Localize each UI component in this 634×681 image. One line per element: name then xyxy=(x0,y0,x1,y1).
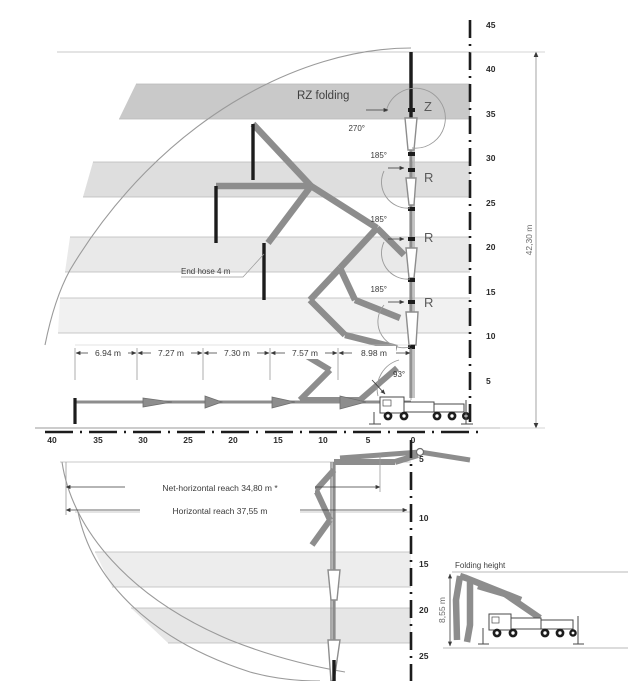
laxis-tick: 5 xyxy=(419,454,424,464)
axis-tick: 20 xyxy=(486,242,496,252)
arc-270 xyxy=(385,87,446,149)
vertical-reach-dimension: 42,30 m xyxy=(470,51,545,429)
boom-section-labels: Z R R R xyxy=(424,99,433,310)
haxis-tick: 10 xyxy=(318,435,328,445)
laxis-tick: 25 xyxy=(419,651,429,661)
lower-arm-pivot xyxy=(415,447,425,457)
angle-label-93: 93° xyxy=(393,370,405,379)
arc-185-3 xyxy=(377,304,411,349)
haxis-tick: 15 xyxy=(273,435,283,445)
segment-label-3: 7.30 m xyxy=(224,348,250,358)
end-hose-sticks xyxy=(214,124,266,300)
haxis-tick: 20 xyxy=(228,435,238,445)
vertical-axis-upper-labels: 45 40 35 30 25 20 15 10 5 xyxy=(486,20,496,386)
arc-185-1 xyxy=(381,170,411,209)
boom-folded-lower xyxy=(309,452,419,547)
boom-rest-knuckles xyxy=(142,395,367,410)
end-hose-label: End hose 4 m xyxy=(181,267,231,276)
rz-folding-label: RZ folding xyxy=(297,90,349,102)
laxis-tick: 20 xyxy=(419,605,429,615)
end-hose-leader xyxy=(181,253,265,278)
axis-tick: 15 xyxy=(486,287,496,297)
boom-joints-upper xyxy=(408,108,415,349)
angle-label-185-1: 185° xyxy=(370,151,387,160)
truck-upper xyxy=(369,396,473,425)
axis-tick: 10 xyxy=(486,331,496,341)
section-label-r3: R xyxy=(424,295,433,310)
segment-label-2: 7.27 m xyxy=(158,348,184,358)
axis-tick: 35 xyxy=(486,109,496,119)
vertical-axis-lower-labels: 5 10 15 20 25 xyxy=(419,454,429,661)
boom-folded-arms xyxy=(216,121,407,352)
folding-height-title: Folding height xyxy=(455,561,506,570)
segment-label-1: 6.94 m xyxy=(95,348,121,358)
haxis-tick: 0 xyxy=(411,435,416,445)
boom-folded-arms-lower xyxy=(297,349,399,403)
segment-dimension-chain: 6.94 m 7.27 m 7.30 m 7.57 m 8.98 m xyxy=(74,344,412,400)
haxis-tick: 5 xyxy=(366,435,371,445)
lower-envelope-arc-1 xyxy=(61,461,346,673)
lower-envelope-arc-2 xyxy=(77,511,321,681)
axis-tick: 30 xyxy=(486,153,496,163)
lower-bands xyxy=(95,552,411,643)
laxis-tick: 10 xyxy=(419,513,429,523)
truck-inset xyxy=(478,613,584,645)
boom-assembly-upper xyxy=(404,52,419,398)
laxis-tick: 15 xyxy=(419,559,429,569)
upper-bands xyxy=(58,84,470,333)
folding-height-value: 8,55 m xyxy=(437,597,447,623)
net-horizontal-reach-label: Net-horizontal reach 34,80 m * xyxy=(162,483,278,493)
haxis-tick: 25 xyxy=(183,435,193,445)
section-label-z: Z xyxy=(424,99,432,114)
section-label-r1: R xyxy=(424,170,433,185)
haxis-tick: 40 xyxy=(47,435,57,445)
vertical-reach-label: 42,30 m xyxy=(524,225,534,256)
angle-arcs xyxy=(376,87,446,397)
angle-label-185-2: 185° xyxy=(370,215,387,224)
arc-93 xyxy=(376,359,400,397)
boom-assembly-lower xyxy=(327,462,341,681)
angle-arrows xyxy=(366,107,405,395)
folding-height-inset: Folding height 8,55 m xyxy=(437,561,628,649)
section-label-r2: R xyxy=(424,230,433,245)
horizontal-axis-labels: 40 35 30 25 20 15 10 5 0 xyxy=(47,435,415,445)
angle-label-270: 270° xyxy=(348,124,365,133)
reach-envelope-arc xyxy=(44,47,412,346)
axis-tick: 5 xyxy=(486,376,491,386)
horizontal-reach-label: Horizontal reach 37,55 m xyxy=(173,506,268,516)
segment-label-4: 7.57 m xyxy=(292,348,318,358)
angle-label-185-3: 185° xyxy=(370,285,387,294)
reach-dimensions: Net-horizontal reach 34,80 m * Horizonta… xyxy=(65,455,408,516)
segment-label-5: 8.98 m xyxy=(361,348,387,358)
arc-185-2 xyxy=(381,241,411,280)
axis-tick: 45 xyxy=(486,20,496,30)
haxis-tick: 30 xyxy=(138,435,148,445)
angle-labels: 270° 185° 185° 185° 93° xyxy=(348,124,405,379)
haxis-tick: 35 xyxy=(93,435,103,445)
axis-tick: 40 xyxy=(486,64,496,74)
axis-tick: 25 xyxy=(486,198,496,208)
